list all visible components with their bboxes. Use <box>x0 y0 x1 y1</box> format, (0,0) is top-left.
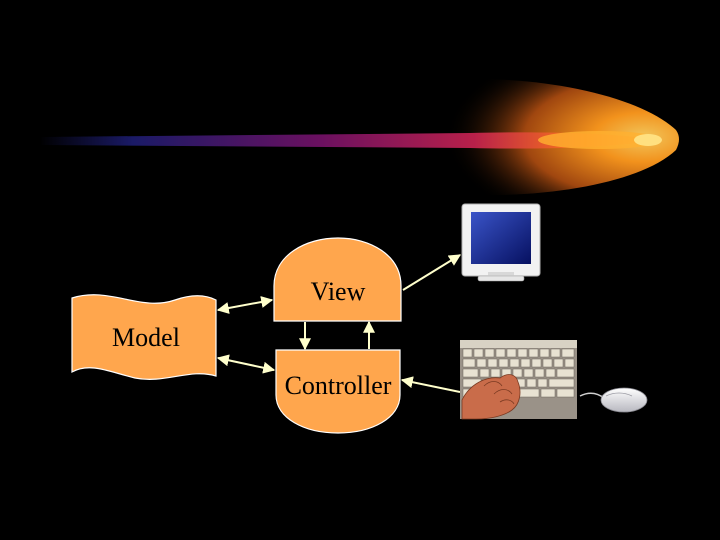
model-view-connector <box>216 296 274 314</box>
view-shape <box>273 237 402 322</box>
controller-label: Controller <box>284 371 392 400</box>
model-label: Model <box>112 323 180 352</box>
connectors <box>216 254 462 393</box>
keyboard-controller-connector <box>400 376 461 393</box>
controller-shape <box>275 349 401 434</box>
model-controller-connector <box>216 354 276 374</box>
keyboard-hand-photo <box>460 340 577 420</box>
view-monitor-connector <box>402 254 462 291</box>
comet-decoration <box>40 79 679 196</box>
monitor-icon <box>461 203 541 282</box>
view-label: View <box>310 277 366 306</box>
model-shape <box>71 294 217 380</box>
mouse-icon <box>579 387 648 413</box>
